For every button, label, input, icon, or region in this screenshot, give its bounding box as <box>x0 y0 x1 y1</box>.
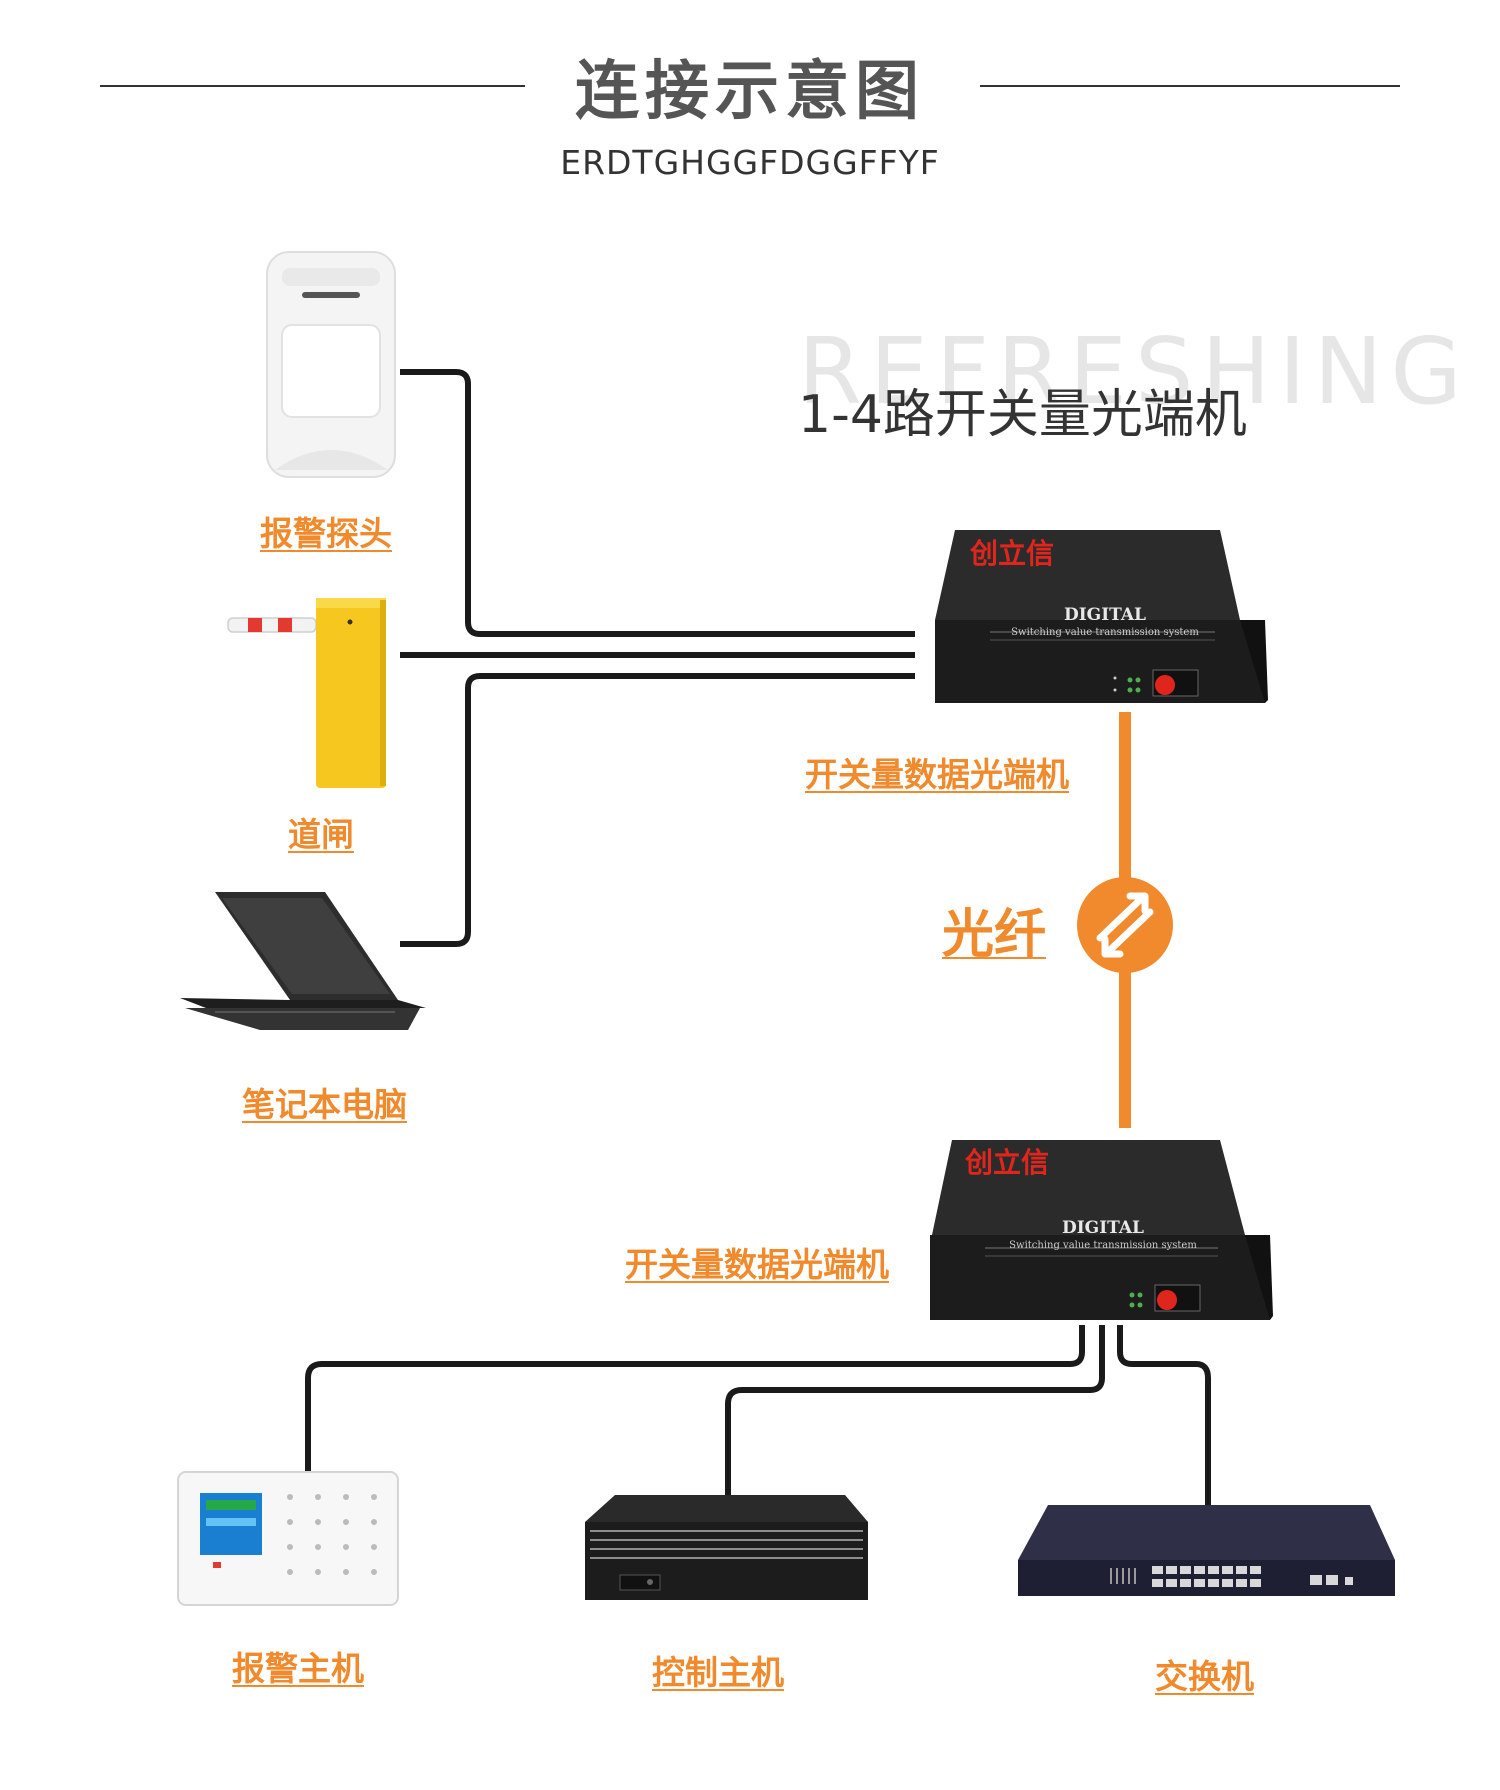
page-title: 连接示意图 <box>575 55 925 129</box>
control-host-image <box>585 1495 868 1600</box>
alarm-sensor-image <box>266 251 396 478</box>
network-switch-image <box>1018 1505 1395 1596</box>
transceiver-bottom-model: DIGITAL <box>1062 1218 1144 1238</box>
cables-bottom <box>305 1325 1211 1505</box>
barrier-gate-image <box>227 598 386 788</box>
label-switch: 交换机 <box>1155 1657 1254 1696</box>
watermark-text: REFRESHING <box>798 318 1470 425</box>
cable-laptop <box>400 673 915 947</box>
fiber-icon <box>1077 877 1173 973</box>
product-title: 1-4路开关量光端机 <box>798 385 1247 445</box>
transceiver-bottom-image: 创立信 DIGITAL Switching value transmission… <box>930 1140 1273 1320</box>
cable-switch <box>1117 1325 1211 1505</box>
transceiver-top-model: DIGITAL <box>1064 605 1146 625</box>
label-control-host: 控制主机 <box>652 1653 784 1692</box>
label-laptop: 笔记本电脑 <box>242 1085 407 1124</box>
laptop-image <box>180 892 426 1030</box>
label-transceiver-bottom: 开关量数据光端机 <box>625 1245 889 1284</box>
cable-control-host <box>725 1325 1105 1495</box>
label-alarm-host: 报警主机 <box>232 1649 364 1688</box>
title-rule-right <box>980 85 1400 87</box>
transceiver-top-brand: 创立信 <box>969 537 1054 570</box>
cable-sensor <box>400 369 915 637</box>
label-fiber: 光纤 <box>942 905 1047 965</box>
transceiver-bottom-brand: 创立信 <box>964 1146 1049 1179</box>
title-rule-left <box>100 85 525 87</box>
label-alarm-sensor: 报警探头 <box>260 514 392 553</box>
cable-alarm-host <box>305 1325 1085 1472</box>
alarm-host-image <box>177 1471 399 1606</box>
transceiver-bottom-caption: Switching value transmission system <box>1009 1240 1197 1251</box>
transceiver-top-image: 创立信 DIGITAL Switching value transmission… <box>935 530 1268 703</box>
transceiver-top-caption: Switching value transmission system <box>1011 627 1199 638</box>
label-transceiver-top: 开关量数据光端机 <box>805 755 1069 794</box>
cables-top <box>400 369 915 947</box>
label-barrier-gate: 道闸 <box>288 815 354 854</box>
page-subtitle: ERDTGHGGFDGGFFYF <box>560 143 940 182</box>
